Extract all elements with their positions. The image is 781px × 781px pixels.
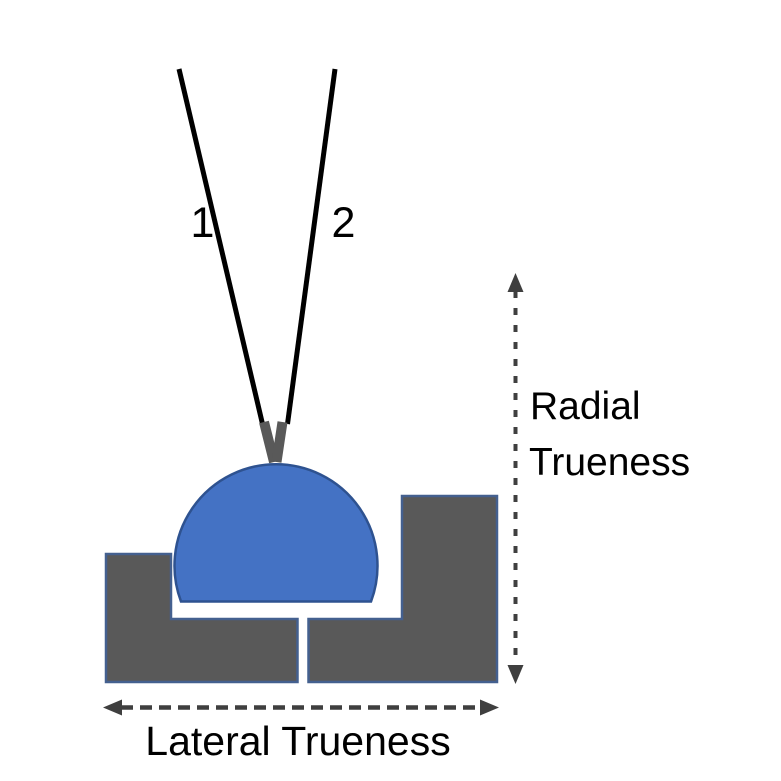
radial-arrow-up-head bbox=[507, 273, 524, 292]
left-fixture-block bbox=[104, 552, 299, 684]
stylus-tip-right-prong bbox=[271, 421, 288, 463]
right-fixture-block bbox=[307, 494, 499, 684]
probe-path-1-line bbox=[176, 68, 265, 425]
probe-path-2-line bbox=[285, 68, 338, 425]
radial-trueness-label-line2: Trueness bbox=[529, 441, 690, 484]
probe-1-label: 1 bbox=[191, 199, 215, 247]
lateral-trueness-arrow bbox=[103, 699, 499, 716]
reference-sphere bbox=[173, 463, 379, 603]
radial-trueness-label-line1: Radial bbox=[530, 385, 641, 428]
lateral-trueness-label: Lateral Trueness bbox=[145, 718, 450, 764]
radial-arrow-down-head bbox=[507, 665, 524, 684]
stylus-tip-left-prong bbox=[259, 420, 279, 464]
lateral-arrow-right-head bbox=[480, 699, 499, 716]
lateral-arrow-left-head bbox=[103, 699, 122, 716]
radial-trueness-arrow bbox=[507, 273, 524, 684]
probe-2-label: 2 bbox=[332, 199, 356, 247]
